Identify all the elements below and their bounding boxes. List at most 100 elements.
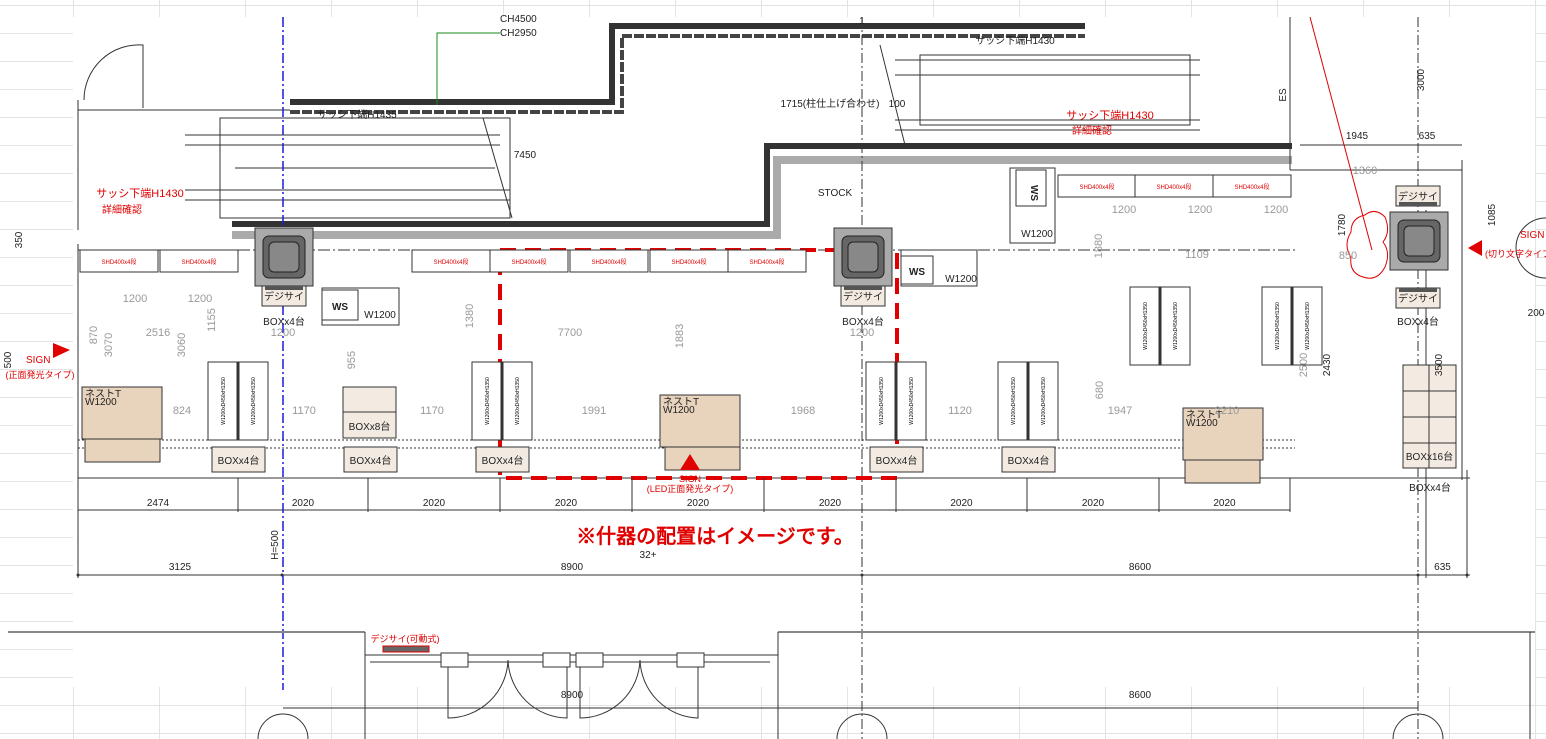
disclaimer: ※什器の配置はイメージです。 <box>576 524 854 548</box>
module-dimension: 2020 <box>687 498 710 509</box>
workstation <box>900 255 934 285</box>
gondola-label: W1200xD450xH1350 <box>251 377 257 425</box>
dimension: 1780 <box>1337 213 1348 236</box>
wall-shelf <box>569 249 649 273</box>
module-dimension: 2020 <box>1082 498 1105 509</box>
dimension: 350 <box>14 231 25 248</box>
overall-dimension: 3125 <box>169 562 192 573</box>
dimension-tick <box>1416 573 1420 577</box>
wall-shelf <box>489 249 569 273</box>
sash-note: 詳細確認 <box>1072 124 1112 137</box>
nest-table-width: W1200 <box>85 397 117 408</box>
nest-table-name: ネストT <box>663 396 699 408</box>
dimension: 3500 <box>1434 353 1445 376</box>
gray-dimension: 824 <box>173 405 191 417</box>
storefront-dimension: 8900 <box>561 690 584 701</box>
overall-dimension: 635 <box>1434 562 1451 573</box>
ws-label: WS <box>1028 185 1039 201</box>
shelf-label: SHD400x4段 <box>1079 183 1114 191</box>
shelf-label: SHD400x4段 <box>511 258 546 266</box>
sign-label: SIGN <box>679 474 701 484</box>
nest-table-lower <box>84 436 161 463</box>
gray-dimension: 1200 <box>188 293 212 305</box>
storage-box <box>343 446 398 473</box>
shelf-label: SHD400x4段 <box>591 258 626 266</box>
gondola-label: W1200xD450xH1350 <box>1011 377 1017 425</box>
column-core <box>847 241 879 273</box>
sash-note: 詳細確認 <box>102 203 142 216</box>
box-label: BOXx4台 <box>1409 481 1451 494</box>
gray-dimension: 1380 <box>464 304 476 328</box>
storage-box <box>1001 446 1056 473</box>
storage-box <box>869 446 924 473</box>
sash-note: サッシ下端H1430 <box>96 187 183 200</box>
storage-box <box>475 446 530 473</box>
gray-dimension: 1991 <box>582 405 606 417</box>
shelf-label: SHD400x4段 <box>1156 183 1191 191</box>
storefront-dimension: 8600 <box>1129 690 1152 701</box>
stray-mark: 32+ <box>640 550 657 561</box>
dimension: 500 <box>3 351 14 368</box>
gray-dimension: 850 <box>1339 250 1357 262</box>
ceiling-height-label: CH4500 <box>500 14 537 25</box>
workstation <box>321 289 359 321</box>
gondola-label: W1200xD450xH1350 <box>1041 377 1047 425</box>
wall-shelf <box>79 249 159 273</box>
storefront <box>8 631 1535 739</box>
ws-counter <box>1009 167 1056 244</box>
box-label: BOXx4台 <box>1008 454 1050 467</box>
nest-table-name: ネストT <box>85 388 121 400</box>
nest-table-lower <box>1184 457 1261 484</box>
dimension: 3000 <box>1416 68 1427 91</box>
grid-marker: 1 <box>859 16 865 27</box>
wall-shelf <box>1212 174 1292 198</box>
nest-table <box>1182 407 1264 461</box>
gondola-label: W1200xD450xH1350 <box>515 377 521 425</box>
gray-dimension: 3070 <box>103 333 115 357</box>
dimension-tick <box>280 573 284 577</box>
column-note: 1715(柱仕上げ合わせ) <box>781 97 880 110</box>
w1200-label: W1200 <box>945 274 977 285</box>
upper-sash <box>290 34 1085 114</box>
gray-dimension: 1880 <box>1093 234 1105 258</box>
revision-cloud <box>1346 211 1389 279</box>
box-label: BOXx4台 <box>218 454 260 467</box>
module-dimension: 2020 <box>423 498 446 509</box>
dimension: 1085 <box>1487 203 1498 226</box>
ws-counter <box>321 287 400 326</box>
sash-label: サッシ下端H1435 <box>317 108 397 121</box>
column-note-offset: 100 <box>889 99 906 110</box>
gondola-label: W1200xD450xH1350 <box>1173 302 1179 350</box>
gondola-label: W1200xD450xH1350 <box>879 377 885 425</box>
box-label: BOXx16台 <box>1406 450 1453 463</box>
ws-label: WS <box>909 267 925 278</box>
gray-dimension: 1360 <box>1353 165 1377 177</box>
shelf-label: SHD400x4段 <box>101 258 136 266</box>
box-label: BOXx4台 <box>842 315 884 328</box>
gray-dimension: 1200 <box>123 293 147 305</box>
shelf-label: SHD400x4段 <box>181 258 216 266</box>
gray-dimension: 1200 <box>1264 204 1288 216</box>
gondola-label: W1200xD450xH1350 <box>1305 302 1311 350</box>
overall-dimension: 8900 <box>561 562 584 573</box>
escalator-lines <box>77 17 1291 230</box>
module-dimension: 2020 <box>555 498 578 509</box>
sign-triangle-icon <box>680 454 700 470</box>
stock-label: STOCK <box>818 188 853 199</box>
sash-label: サッシ下端H1430 <box>975 34 1055 47</box>
gray-dimension: 870 <box>88 326 100 344</box>
signage-screen <box>265 286 303 290</box>
w1200-label: W1200 <box>364 310 396 321</box>
nest-table-width: W1200 <box>663 405 695 416</box>
box-label: BOXx4台 <box>482 454 524 467</box>
wall-shelf <box>727 249 807 273</box>
sign-type: (正面発光タイプ) <box>6 369 75 380</box>
w1200-label: W1200 <box>1021 229 1053 240</box>
sash-note: サッシ下端H1430 <box>1066 109 1153 122</box>
sign-triangle-icon <box>53 343 70 358</box>
gray-dimension: 955 <box>346 351 358 369</box>
gray-dimension: 1883 <box>674 324 686 348</box>
signage-screen <box>1399 288 1437 292</box>
signage-label: デジサイ <box>264 290 304 303</box>
ceiling-height-label: CH2950 <box>500 28 537 39</box>
